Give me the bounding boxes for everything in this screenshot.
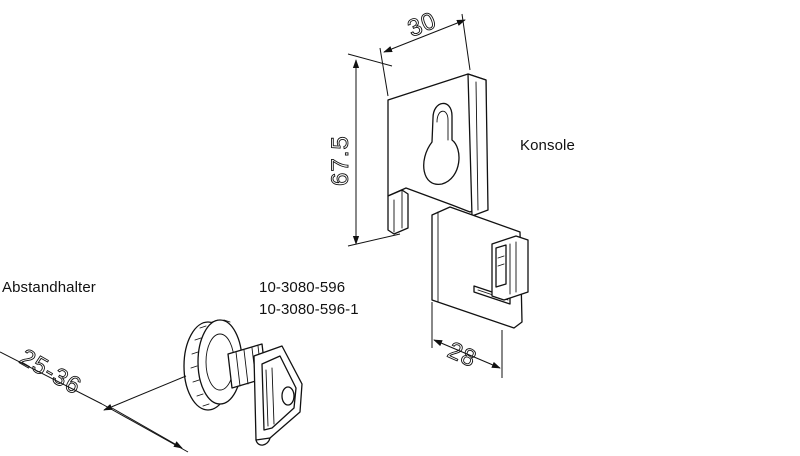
- keyhole-slot: [423, 102, 460, 185]
- abstandhalter-spacer: 25-36: [0, 319, 303, 453]
- spring-clip: [253, 345, 303, 446]
- konsole-left-tab: [387, 189, 409, 235]
- dimension-spacer-range-label: 25-36: [15, 344, 86, 401]
- part-number-2: 10-3080-596-1: [259, 301, 359, 318]
- dimension-bottom-width-label: 28: [444, 337, 481, 373]
- konsole-label: Konsole: [520, 137, 575, 154]
- dimension-height: 67.5: [327, 53, 401, 247]
- konsole-bracket: 30 67.5 28: [327, 6, 529, 378]
- dimension-top-width-label: 30: [404, 7, 441, 43]
- clip-hole: [281, 386, 295, 406]
- dimension-height-label: 67.5: [327, 135, 354, 186]
- konsole-side-flange: [467, 73, 489, 217]
- abstandhalter-label: Abstandhalter: [2, 279, 96, 296]
- part-number-1: 10-3080-596: [259, 279, 346, 296]
- dimension-spacer-range: 25-36: [0, 343, 189, 453]
